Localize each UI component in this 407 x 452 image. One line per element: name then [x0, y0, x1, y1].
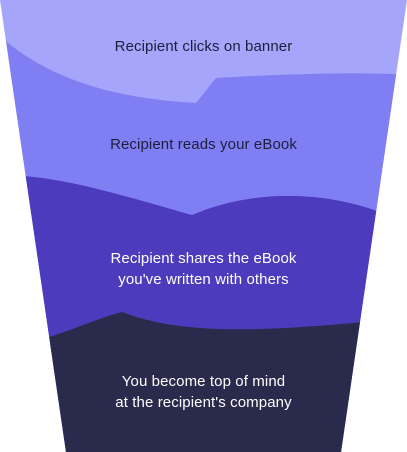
stage-1-label-line-1: Recipient clicks on banner — [114, 38, 293, 55]
stage-4-label-line-2: at the recipient's company — [115, 394, 292, 411]
stage-3-label: Recipient shares the eBook you've writte… — [0, 248, 407, 290]
stage-3-label-line-2: you've written with others — [118, 271, 289, 288]
stage-4-label-line-1: You become top of mind — [121, 373, 286, 390]
stage-3-label-line-1: Recipient shares the eBook — [110, 250, 297, 267]
funnel-stage-4-band — [0, 312, 407, 452]
stage-2-label: Recipient reads your eBook — [0, 134, 407, 155]
stage-1-label: Recipient clicks on banner — [0, 36, 407, 57]
stage-4-label: You become top of mind at the recipient'… — [0, 371, 407, 413]
stage-2-label-line-1: Recipient reads your eBook — [110, 136, 297, 153]
